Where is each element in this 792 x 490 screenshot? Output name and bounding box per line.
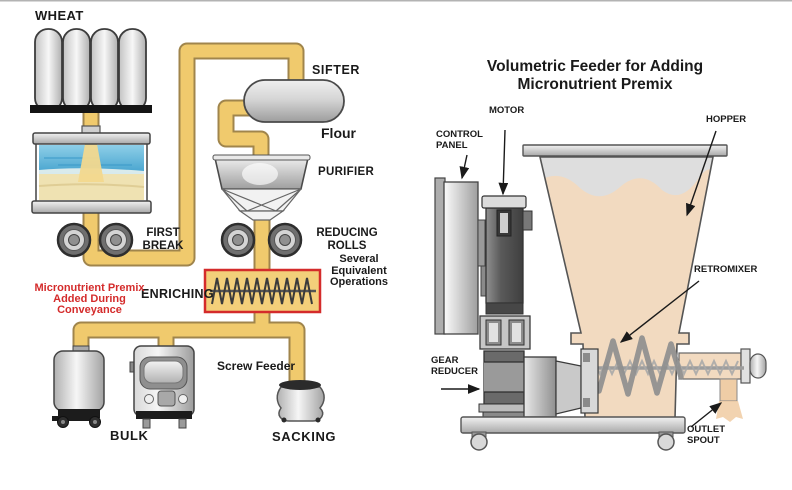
micronutrient-note: Micronutrient Premix Added During Convey…	[34, 282, 145, 316]
wheat-silos	[30, 28, 152, 113]
motor-unit	[481, 195, 533, 315]
hopper-arrow	[686, 130, 717, 217]
several-operations-note: Several Equivalent Operations	[329, 253, 389, 288]
tempering-tank	[31, 125, 152, 214]
purifier-label: PURIFIER	[318, 166, 375, 178]
control-panel-unit	[434, 177, 488, 335]
annotation-arrows	[441, 129, 723, 428]
feeder-diagram	[434, 129, 767, 451]
hopper-rim	[522, 144, 728, 157]
powder-spray	[716, 401, 743, 422]
end-cap	[749, 353, 767, 379]
screw-feeder-label: Screw Feeder	[217, 359, 296, 373]
retromixer-screw	[581, 335, 684, 397]
retromixer-label: RETROMIXER	[694, 264, 758, 275]
first-break-rolls	[56, 222, 134, 258]
control-panel-arrow	[459, 154, 470, 180]
flow-diagram	[30, 28, 345, 429]
sifter-vessel	[243, 79, 345, 123]
reducing-rolls-wheels	[220, 222, 303, 258]
outlet-spout-duct	[716, 378, 743, 422]
motor-label: MOTOR	[489, 105, 525, 116]
base-frame	[460, 416, 686, 451]
sack	[276, 380, 325, 423]
reducing-rolls-label: REDUCING ROLLS	[316, 227, 378, 252]
purifier-vessel	[212, 154, 311, 221]
wheat-label: WHEAT	[35, 8, 84, 23]
retromixer-arrow	[619, 280, 700, 343]
bulk-label: BULK	[110, 428, 149, 443]
bulk-truck	[129, 345, 195, 429]
caster-wheel	[657, 433, 675, 451]
feeder-title: Volumetric Feeder for Adding Micronutrie…	[486, 58, 704, 93]
outlet-spout-label: OUTLET SPOUT	[687, 424, 725, 446]
flour-label: Flour	[321, 125, 356, 141]
motor-arrow	[498, 129, 509, 196]
caster-wheel	[470, 433, 488, 451]
control-panel-label: CONTROL PANEL	[436, 129, 483, 151]
sacking-label: SACKING	[272, 429, 337, 444]
gear-reducer-label: GEAR REDUCER	[431, 355, 478, 377]
outlet-spout-arrow	[690, 402, 723, 428]
hopper-label: HOPPER	[706, 114, 747, 125]
auger-tube	[678, 348, 767, 384]
enriching-conveyor-box	[203, 268, 322, 314]
conveyor-coil	[211, 277, 313, 305]
grain-stream	[78, 144, 104, 182]
enriching-label: ENRICHING	[141, 287, 214, 301]
sifter-label: SIFTER	[312, 63, 361, 77]
first-break-label: FIRST BREAK	[142, 227, 184, 252]
bulk-railcar	[52, 345, 105, 428]
top-hairline	[0, 0, 792, 2]
